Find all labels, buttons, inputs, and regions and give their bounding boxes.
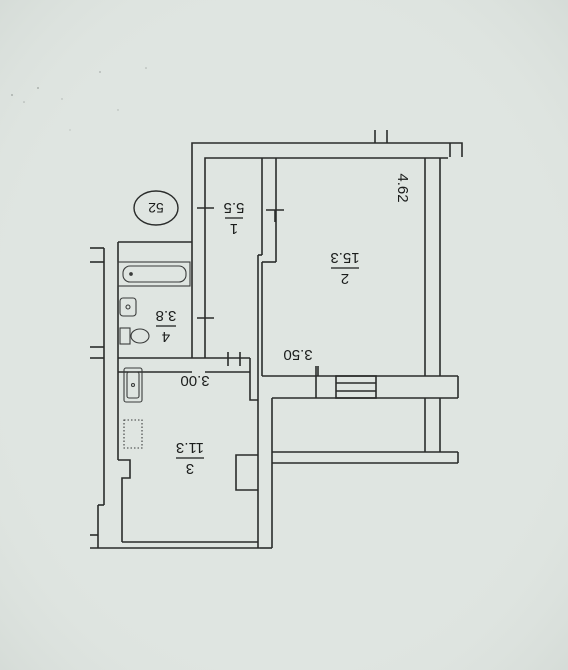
- kitchen-sink-icon: [123, 367, 143, 403]
- walls: [90, 130, 463, 549]
- room-2-number: 2: [341, 270, 349, 287]
- dimension-3-50: 3.50: [283, 346, 312, 363]
- room-2-label: 2 15.3: [330, 249, 359, 287]
- room-1-area: 5.5: [224, 199, 245, 216]
- room-3-area: 11.3: [176, 439, 204, 456]
- room-1-number: 1: [230, 220, 238, 237]
- room-4-number: 4: [162, 328, 170, 345]
- dimension-4-62: 4.62: [394, 173, 411, 202]
- room-3-label: 3 11.3: [176, 439, 204, 477]
- bathtub-icon: [117, 261, 191, 287]
- room-4-label: 4 3.8: [156, 307, 177, 345]
- paper-speckles: [11, 67, 147, 131]
- apartment-number: 52: [148, 200, 164, 216]
- room-4-area: 3.8: [156, 307, 177, 324]
- room-1-label: 1 5.5: [224, 199, 245, 237]
- apartment-number-badge: 52: [133, 190, 179, 226]
- toilet-icon: [119, 327, 150, 345]
- room-2-area: 15.3: [330, 249, 359, 266]
- washbasin-icon: [119, 297, 137, 317]
- dimension-3-00: 3.00: [180, 372, 209, 389]
- stove-icon: [123, 419, 143, 449]
- room-3-number: 3: [186, 460, 194, 477]
